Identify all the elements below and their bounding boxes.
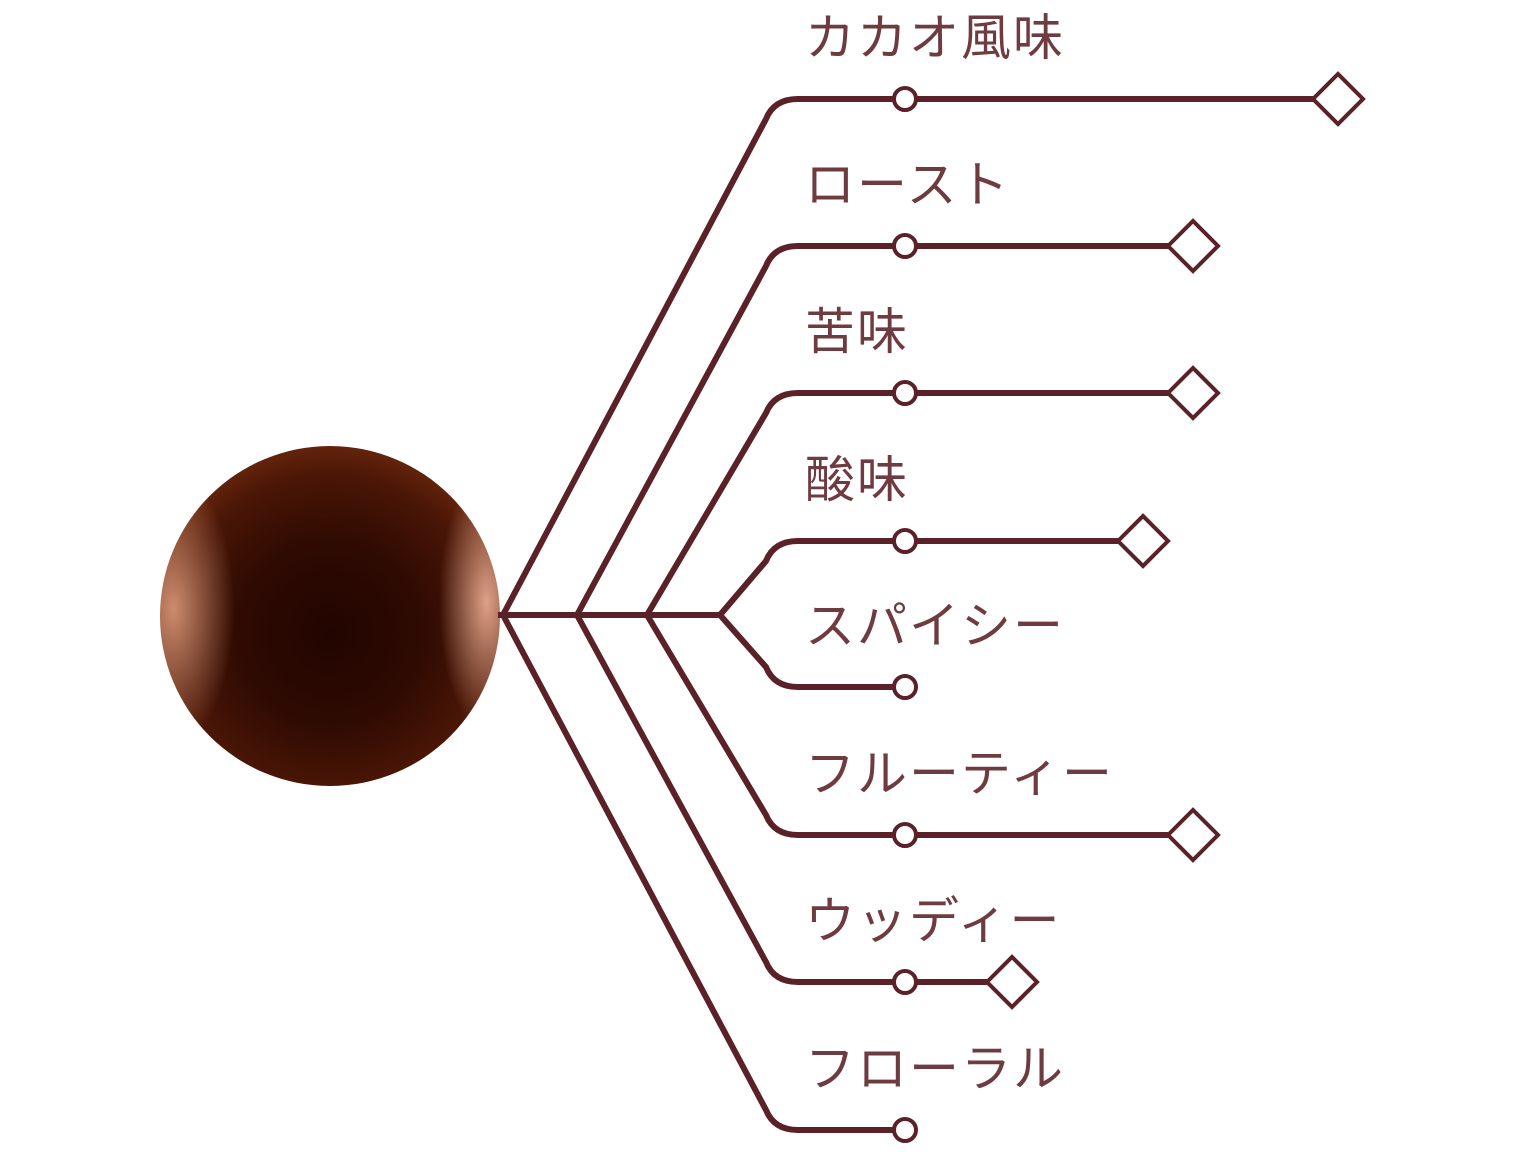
node-diamond-icon — [1115, 513, 1171, 569]
node-diamond-icon — [1165, 218, 1221, 274]
label-floral: フローラル — [805, 1040, 1065, 1098]
node-circle-icon — [892, 674, 918, 700]
label-roast: ロースト — [805, 156, 1011, 214]
branch-connector — [500, 613, 799, 1133]
branch-connector — [717, 613, 799, 690]
branch-connector — [574, 243, 799, 617]
label-cacao: カカオ風味 — [805, 9, 1065, 67]
branch-connector — [644, 390, 799, 617]
branch-connector — [574, 613, 799, 985]
node-circle-icon — [892, 969, 918, 995]
node-circle-icon — [892, 380, 918, 406]
label-bitter: 苦味 — [805, 303, 909, 361]
label-fruity: フルーティー — [805, 745, 1114, 803]
node-diamond-icon — [1165, 807, 1221, 863]
branch-connector — [717, 538, 799, 617]
node-circle-icon — [892, 822, 918, 848]
node-circle-icon — [892, 528, 918, 554]
chocolate-ball-icon — [160, 446, 500, 786]
label-spicy: スパイシー — [805, 597, 1065, 655]
node-diamond-icon — [1165, 365, 1221, 421]
node-circle-icon — [892, 86, 918, 112]
branch-connector — [644, 613, 799, 838]
branch-connector — [500, 96, 799, 617]
label-woody: ウッディー — [805, 892, 1062, 950]
node-diamond-icon — [1310, 71, 1366, 127]
node-circle-icon — [892, 1117, 918, 1143]
label-sour: 酸味 — [805, 451, 909, 509]
node-diamond-icon — [984, 954, 1040, 1010]
node-circle-icon — [892, 233, 918, 259]
